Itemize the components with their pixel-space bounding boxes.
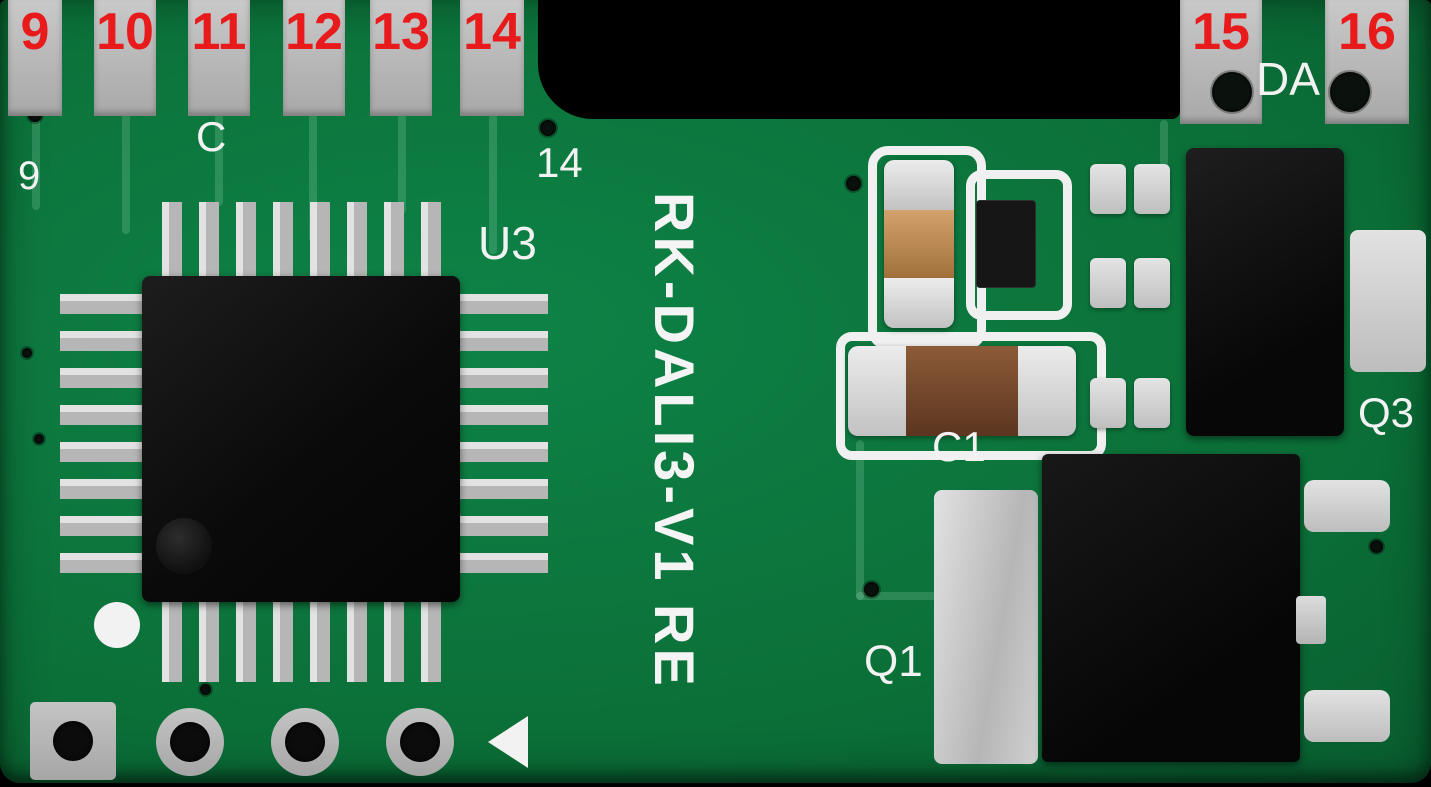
drill-hole [34, 434, 44, 444]
trace-line [856, 592, 940, 600]
trace-line [1160, 120, 1168, 176]
transistor-q1-lead-pad [1304, 690, 1390, 742]
pad-number-label: 11 [191, 3, 247, 61]
small-black-component [976, 200, 1036, 288]
pad-number-label: 10 [96, 3, 154, 61]
solder-pad [1090, 164, 1126, 214]
capacitor-vertical [884, 160, 954, 328]
trace-line [215, 114, 223, 206]
castellated-pad-13: 13 [370, 0, 432, 116]
board-top-notch [538, 0, 1180, 119]
pad-hole [170, 722, 210, 762]
silkscreen-c1-label: C1 [932, 423, 986, 470]
capacitor-body [906, 346, 1018, 436]
transistor-q3 [1186, 148, 1344, 436]
solder-pad [1134, 258, 1170, 308]
pad-number-label: 15 [1192, 3, 1250, 61]
trace-line [309, 114, 317, 242]
drill-hole [846, 176, 861, 191]
trace-line [489, 114, 497, 254]
solder-pad [1134, 378, 1170, 428]
silkscreen-c-label: C [196, 113, 227, 160]
pad-hole [53, 721, 93, 761]
drill-hole [22, 348, 32, 358]
ic-pins-left [60, 294, 146, 590]
castellated-pad-11: 11 [188, 0, 250, 116]
silkscreen-pin9-label: 9 [18, 154, 41, 198]
drill-hole [1330, 72, 1370, 112]
capacitor-terminal [884, 278, 954, 328]
trace-line [122, 114, 130, 234]
silkscreen-u3-label: U3 [478, 217, 537, 269]
silkscreen-da-label: DA [1256, 53, 1320, 105]
board-title-silkscreen: RK-DALI3-V1 RE [643, 192, 706, 690]
castellated-pad-12: 12 [283, 0, 345, 116]
pad-number-label: 9 [20, 3, 50, 61]
ic-pins-right [460, 294, 548, 590]
trace-line [32, 114, 40, 210]
capacitor-body [884, 210, 954, 278]
drill-hole [540, 120, 556, 136]
capacitor-terminal [884, 160, 954, 210]
drill-hole [200, 684, 211, 695]
capacitor-terminal [848, 346, 906, 436]
silkscreen-pin14-label: 14 [536, 139, 583, 186]
pad-number-label: 13 [372, 3, 430, 61]
pad-number-label: 16 [1338, 3, 1396, 61]
castellated-pad-9: 9 [8, 0, 62, 116]
ic-pins-bottom [162, 598, 458, 682]
solder-pad-pair [1090, 258, 1170, 308]
pad-hole [285, 722, 325, 762]
ic-pin1-dimple [156, 518, 212, 574]
pad-number-label: 12 [285, 3, 343, 61]
transistor-q1 [1042, 454, 1300, 762]
solder-pad [1090, 378, 1126, 428]
castellated-pad-14: 14 [460, 0, 524, 116]
drill-hole [1212, 72, 1252, 112]
transistor-q1-lead-pad [1304, 480, 1390, 532]
pad-number-label: 14 [463, 3, 521, 61]
capacitor-terminal [1018, 346, 1076, 436]
transistor-q1-lead [1296, 596, 1326, 644]
pad-hole [400, 722, 440, 762]
drill-hole [864, 582, 879, 597]
solder-pad-pair [1090, 378, 1170, 428]
solder-pad-pair [1090, 164, 1170, 214]
ic-chip-u3 [142, 276, 460, 602]
castellated-pad-10: 10 [94, 0, 156, 116]
silkscreen-q3-label: Q3 [1358, 389, 1415, 436]
solder-pad [1134, 164, 1170, 214]
capacitor-c1 [848, 346, 1076, 436]
trace-line [398, 114, 406, 214]
transistor-q3-tab [1350, 230, 1426, 372]
drill-hole [1370, 540, 1383, 553]
silkscreen-arrow-icon [488, 716, 528, 768]
trace-line [856, 440, 864, 600]
pin1-silkscreen-dot [94, 602, 140, 648]
solder-pad [1090, 258, 1126, 308]
silkscreen-outline [966, 170, 1072, 320]
transistor-q1-pad [934, 490, 1038, 764]
ic-pins-top [162, 202, 458, 282]
silkscreen-q1-label: Q1 [864, 637, 923, 686]
